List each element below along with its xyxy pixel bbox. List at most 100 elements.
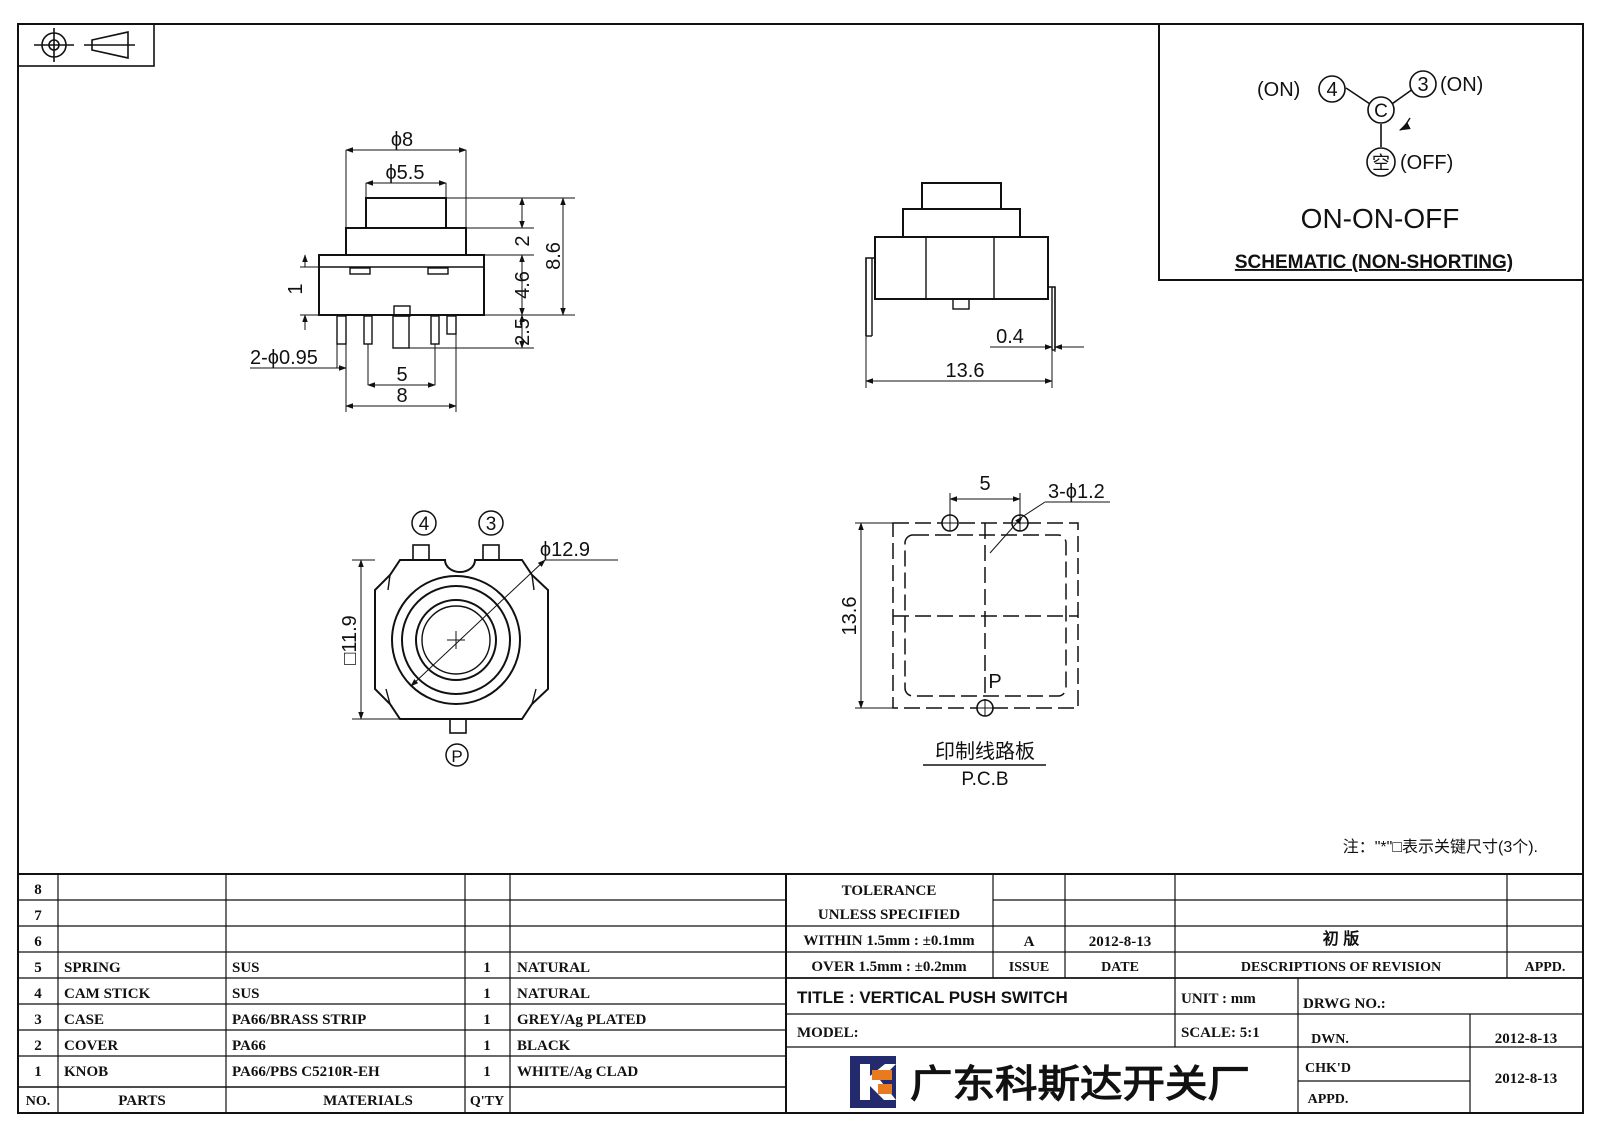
pos4-label: (ON) <box>1257 79 1300 101</box>
chkd-date: 2012-8-13 <box>1495 1071 1558 1087</box>
dim-h-top: 2 <box>512 235 534 246</box>
table-row: 5 SPRING SUS 1 NATURAL <box>34 960 590 976</box>
row-finish: NATURAL <box>517 960 590 976</box>
header-parts: PARTS <box>118 1093 166 1109</box>
dim-h-pin: 2.5 <box>512 318 534 346</box>
dwn-label: DWN. <box>1311 1032 1349 1047</box>
scale-field: SCALE: 5:1 <box>1181 1025 1260 1041</box>
dim-pin-thk: 0.4 <box>996 326 1024 348</box>
common-node-circle <box>1367 96 1395 124</box>
row-no: 1 <box>34 1064 42 1080</box>
tolerance-line1: TOLERANCE <box>842 883 937 899</box>
off-node-label: 空 <box>1372 153 1390 173</box>
bottom-view: 4 3 P ϕ12.9 □11.9 <box>339 510 618 767</box>
header-qty: Q'TY <box>470 1094 504 1109</box>
drawing-title: TITLE : VERTICAL PUSH SWITCH <box>797 988 1068 1007</box>
row-qty: 1 <box>483 1012 491 1028</box>
table-row: 1 KNOB PA66/PBS C5210R-EH 1 WHITE/Ag CLA… <box>34 1064 638 1080</box>
terminal-p-label: P <box>451 747 462 766</box>
dim-side-width: 13.6 <box>946 360 985 382</box>
pcb-view: 5 3-ϕ1.2 13.6 P 印制线路板 P.C.B <box>839 473 1110 790</box>
table-row: 8 <box>34 882 42 898</box>
dwn-date: 2012-8-13 <box>1495 1031 1558 1047</box>
row-qty: 1 <box>483 1064 491 1080</box>
terminal-3-circle <box>478 510 504 536</box>
table-header: NO. PARTS MATERIALS Q'TY <box>26 1093 504 1109</box>
terminal-4-circle <box>411 510 437 536</box>
schematic-panel: 4 3 C 空 (ON) (ON) (OFF) ON-ON-OFF SCHEMA… <box>1158 23 1584 281</box>
common-node-label: C <box>1374 101 1388 122</box>
table-row: 3 CASE PA66/BRASS STRIP 1 GREY/Ag PLATED <box>34 1012 646 1028</box>
company-name: 广东科斯达开关厂 <box>910 1064 1250 1106</box>
chkd-label: CHK'D <box>1305 1061 1351 1076</box>
node-3-label: 3 <box>1417 74 1428 96</box>
row-finish: BLACK <box>517 1038 571 1054</box>
off-label: (OFF) <box>1400 152 1453 174</box>
dim-square: □11.9 <box>339 615 361 665</box>
terminal-4-label: 4 <box>419 514 430 535</box>
sheet-border <box>17 23 1584 1114</box>
tolerance-line3: WITHIN 1.5mm : ±0.1mm <box>803 933 975 949</box>
pcb-label-cn: 印制线路板 <box>935 740 1035 763</box>
node-4-label: 4 <box>1326 79 1337 101</box>
title-block-text: TOLERANCE UNLESS SPECIFIED WITHIN 1.5mm … <box>797 883 1565 1107</box>
dim-pitch: 5 <box>396 364 407 386</box>
off-node-circle <box>1366 147 1396 177</box>
dim-d-inner: ϕ5.5 <box>385 162 424 184</box>
tolerance-line2: UNLESS SPECIFIED <box>818 907 960 923</box>
front-view: ϕ8 ϕ5.5 2 4.6 8.6 2.5 1 2-ϕ0.95 5 8 <box>250 129 575 412</box>
row-part: KNOB <box>64 1064 108 1080</box>
dim-outer-dia: ϕ12.9 <box>540 539 590 561</box>
drawing-note: 注："*"□表示关键尺寸(3个). <box>1343 838 1538 856</box>
header-appd: APPD. <box>1525 960 1566 975</box>
row-finish: GREY/Ag PLATED <box>517 1012 646 1028</box>
header-issue: ISSUE <box>1009 960 1049 975</box>
header-no: NO. <box>26 1094 51 1109</box>
table-row: 6 <box>34 934 42 950</box>
unit-field: UNIT : mm <box>1181 991 1256 1007</box>
row-no: 3 <box>34 1012 42 1028</box>
projection-symbol <box>17 23 155 67</box>
tolerance-line4: OVER 1.5mm : ±0.2mm <box>811 959 967 975</box>
dim-h-small: 1 <box>285 283 307 294</box>
model-field: MODEL: <box>797 1025 859 1041</box>
terminal-3-label: 3 <box>486 514 497 535</box>
table-row: 4 CAM STICK SUS 1 NATURAL <box>34 986 590 1002</box>
row-material: PA66/PBS C5210R-EH <box>232 1064 380 1080</box>
row-finish: WHITE/Ag CLAD <box>517 1064 638 1080</box>
side-view: 0.4 13.6 <box>865 182 1084 388</box>
pos3-label: (ON) <box>1440 74 1483 96</box>
dim-h-body: 4.6 <box>512 271 534 299</box>
row-material: PA66 <box>232 1038 266 1054</box>
row-material: SUS <box>232 986 260 1002</box>
row-qty: 1 <box>483 986 491 1002</box>
title-block <box>786 874 1583 1113</box>
row-material: SUS <box>232 960 260 976</box>
dim-pin-dia: 2-ϕ0.95 <box>250 347 318 369</box>
row-no: 7 <box>34 908 42 924</box>
row-no: 5 <box>34 960 42 976</box>
node-4-circle <box>1318 75 1346 103</box>
pcb-p-label: P <box>988 671 1001 693</box>
rev-issue: A <box>1024 934 1035 950</box>
rev-description: 初 版 <box>1323 929 1359 948</box>
header-descriptions: DESCRIPTIONS OF REVISION <box>1241 960 1441 975</box>
table-row: 7 <box>34 908 42 924</box>
row-qty: 1 <box>483 960 491 976</box>
row-no: 4 <box>34 986 42 1002</box>
dim-d-outer: ϕ8 <box>391 129 413 151</box>
drawing-number: DRWG NO.: <box>1303 996 1386 1012</box>
appd-label: APPD. <box>1308 1092 1349 1107</box>
terminal-p-circle <box>445 743 469 767</box>
bom-table <box>18 873 1583 1113</box>
schematic-subtitle: SCHEMATIC (NON-SHORTING) <box>1235 252 1513 273</box>
dim-pcb-pitch: 5 <box>979 473 990 495</box>
rev-date: 2012-8-13 <box>1089 934 1152 950</box>
node-3-circle <box>1409 70 1437 98</box>
company-logo <box>850 1056 896 1108</box>
pcb-label-en: P.C.B <box>961 769 1008 790</box>
row-part: COVER <box>64 1038 118 1054</box>
row-no: 2 <box>34 1038 42 1054</box>
